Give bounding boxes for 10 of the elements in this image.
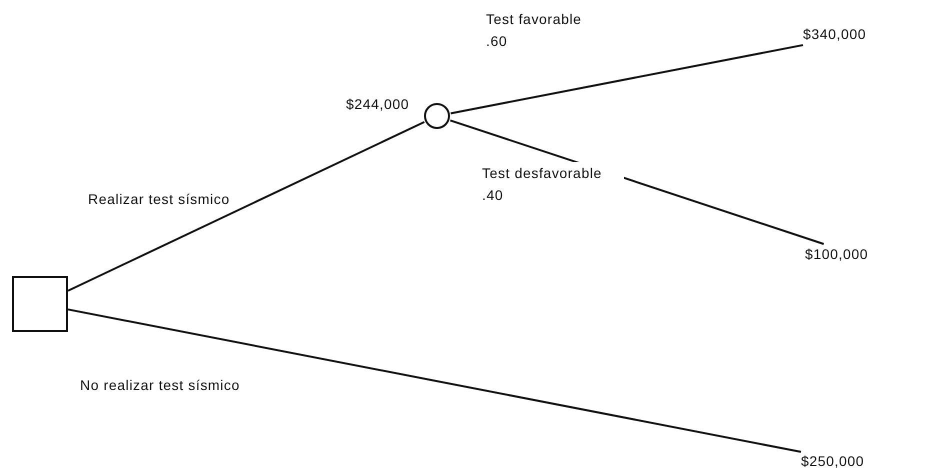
branch-line [450,44,804,114]
decision-node-square [12,276,68,332]
branch-line [450,119,824,245]
branch-line [68,308,802,453]
payoff-value: $250,000 [801,453,864,469]
expected-value: $244,000 [346,96,410,112]
branch-line [68,121,425,292]
chance-node-circle [424,103,450,129]
payoff-value: $340,000 [803,26,866,42]
payoff-value: $100,000 [805,246,868,262]
